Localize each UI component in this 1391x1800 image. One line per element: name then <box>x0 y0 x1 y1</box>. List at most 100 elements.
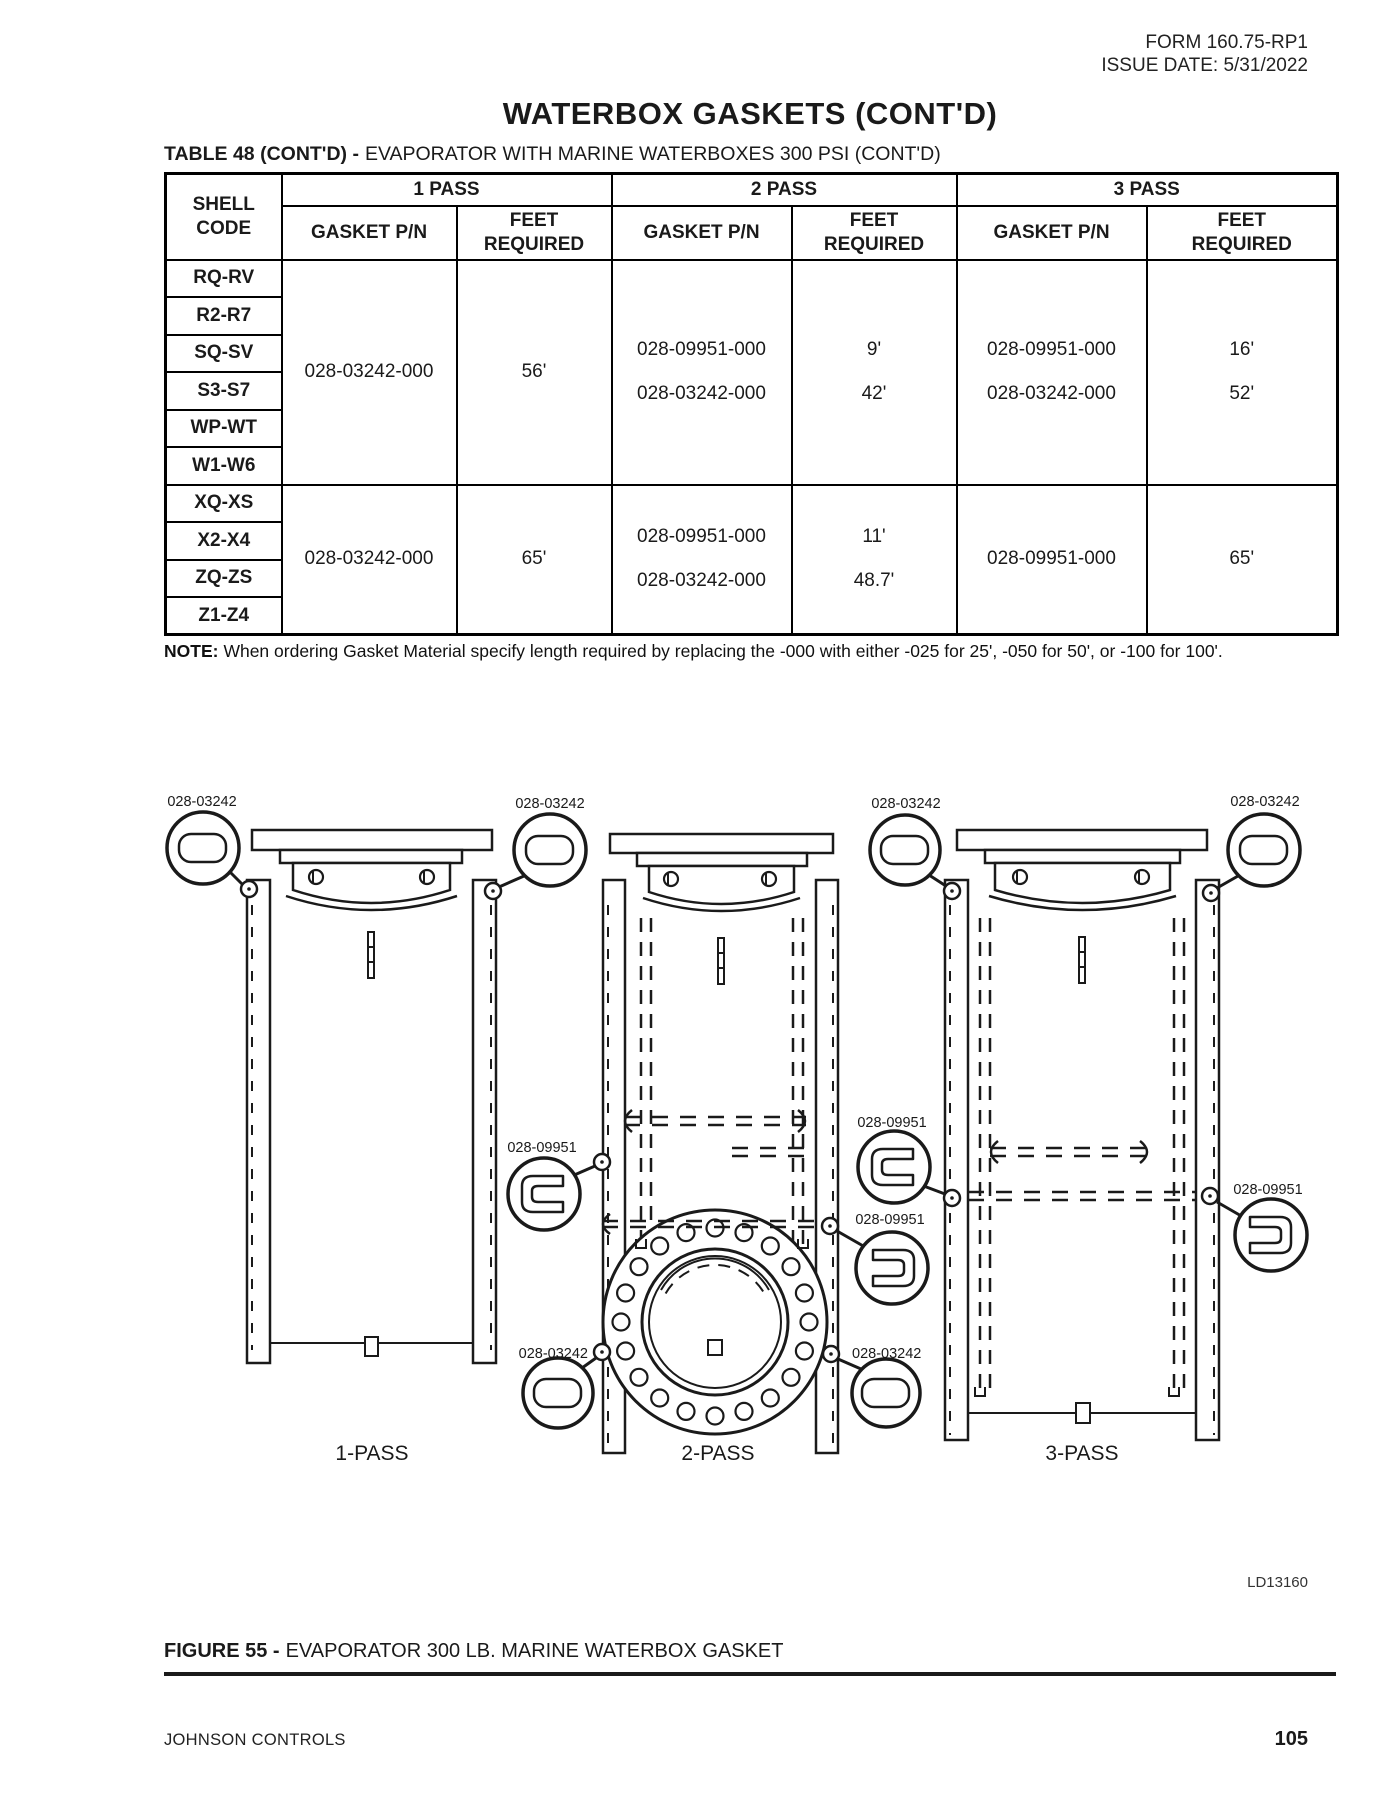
callout-3pass-mid-left: 028-09951 <box>856 1115 962 1208</box>
gasket-part-label: 028-03242 <box>871 796 940 812</box>
waterbox-gasket-figure: 028-03242 028-03242 028-03242 02 <box>165 794 1309 1465</box>
bolt-icon <box>760 870 778 888</box>
g1-pass3-gasket: 028-09951-000 028-03242-000 <box>955 258 1148 486</box>
gasket-part-label: 028-03242 <box>167 794 236 810</box>
table-row: R2-R7 <box>164 296 1338 336</box>
col-header-feet-3: FEET REQUIRED <box>1145 204 1339 261</box>
table-note: NOTE:When ordering Gasket Material speci… <box>164 641 1344 662</box>
col-header-3pass: 3 PASS <box>955 172 1339 207</box>
g2-pass2-gasket: 028-09951-000 028-03242-000 <box>610 483 793 636</box>
figure-caption-text: EVAPORATOR 300 LB. MARINE WATERBOX GASKE… <box>285 1640 784 1662</box>
shell-code-cell: X2-X4 <box>164 521 283 561</box>
diagram-label-3pass: 3-PASS <box>1045 1442 1118 1465</box>
table-row: X2-X4 <box>164 521 1338 561</box>
caption-divider <box>164 1672 1336 1676</box>
shell-bottom <box>968 1402 1196 1424</box>
note-label: NOTE: <box>164 641 219 661</box>
table-row: W1-W6 <box>164 446 1338 486</box>
two-pass-diagram <box>601 832 840 1455</box>
shell-wall-left <box>943 878 970 1442</box>
shell-code-cell: WP-WT <box>164 408 283 448</box>
shell-bottom <box>270 1336 473 1357</box>
col-header-1pass: 1 PASS <box>280 172 613 207</box>
callout-2pass-mid-left: 028-09951 <box>506 1140 612 1232</box>
sight-slot <box>367 931 375 979</box>
gasket-part-label: 028-09951 <box>857 1115 926 1131</box>
issue-date: ISSUE DATE: 5/31/2022 <box>1101 55 1308 76</box>
table-row: SQ-SV <box>164 333 1338 373</box>
callout-2pass-bottom-left: 028-03242 <box>519 1342 612 1430</box>
g2-pass1-gasket: 028-03242-000 <box>280 483 458 636</box>
table-header-row-1: SHELL CODE 1 PASS 2 PASS 3 PASS <box>164 172 1339 261</box>
waterbox-head <box>608 832 835 913</box>
shell-code-cell: S3-S7 <box>164 371 283 411</box>
tube-end-hooks <box>974 1387 1180 1397</box>
diagram-label-1pass: 1-PASS <box>335 1442 408 1465</box>
bolt-icon <box>662 870 680 888</box>
col-header-gasket-pn-2: GASKET P/N <box>610 204 793 261</box>
bolt-icon <box>1011 868 1029 886</box>
g2-pass3-gasket: 028-09951-000 <box>955 483 1148 636</box>
g2-pass1-feet: 65' <box>455 483 613 636</box>
partition-line-upper <box>623 1109 812 1158</box>
tube-lines <box>639 918 805 1248</box>
figure-caption-number: FIGURE 55 - <box>164 1640 280 1662</box>
callout-3pass-top-left: 028-03242 <box>868 796 962 901</box>
shell-wall-left <box>245 878 272 1365</box>
callout-2pass-bottom-right: 028-03242 <box>821 1344 922 1429</box>
table-caption-number: TABLE 48 (CONT'D) - <box>164 143 359 165</box>
callout-3pass-top-right: 028-03242 <box>1201 794 1302 903</box>
col-header-gasket-pn-3: GASKET P/N <box>955 204 1148 261</box>
shell-wall-right <box>814 878 840 1455</box>
partition-line-lower <box>968 1190 1196 1202</box>
waterbox-head <box>955 828 1209 912</box>
partition-line-lower <box>601 1212 820 1236</box>
three-pass-diagram <box>943 828 1221 1442</box>
waterbox-head <box>250 828 494 912</box>
g1-pass2-feet: 9' 42' <box>790 258 958 486</box>
col-header-shell-code: SHELL CODE <box>164 172 283 261</box>
table-row: RQ-RV 028-03242-000 56' 028-09951-000 02… <box>164 258 1339 486</box>
sight-slot <box>1078 936 1086 984</box>
note-text: When ordering Gasket Material specify le… <box>223 641 1223 661</box>
gasket-part-label: 028-03242 <box>1230 794 1299 810</box>
shell-wall-right <box>1194 878 1221 1442</box>
col-header-feet-1: FEET REQUIRED <box>455 204 613 261</box>
bolt-icon <box>418 868 436 886</box>
page-number: 105 <box>1274 1728 1308 1750</box>
table-row: Z1-Z4 <box>164 596 1338 636</box>
shell-code-cell: RQ-RV <box>164 258 283 298</box>
shell-code-cell: ZQ-ZS <box>164 558 283 598</box>
shell-code-cell: Z1-Z4 <box>164 596 283 636</box>
partition-line-upper <box>989 1140 1149 1164</box>
g1-pass1-gasket: 028-03242-000 <box>280 258 458 486</box>
gasket-part-label: 028-09951 <box>507 1140 576 1156</box>
document-header: FORM 160.75-RP1 ISSUE DATE: 5/31/2022 <box>1101 31 1308 77</box>
shell-code-cell: W1-W6 <box>164 446 283 486</box>
page-title: WATERBOX GASKETS (CONT'D) <box>502 96 998 131</box>
shell-wall-right <box>471 878 498 1365</box>
gasket-part-label: 028-03242 <box>852 1346 921 1362</box>
table-row: ZQ-ZS <box>164 558 1338 598</box>
table-row: XQ-XS 028-03242-000 65' 028-09951-000 02… <box>164 483 1339 636</box>
drawing-number: LD13160 <box>1247 1574 1308 1591</box>
table-row: WP-WT <box>164 408 1338 448</box>
callout-1pass-top-left: 028-03242 <box>165 794 259 899</box>
callout-3pass-mid-right: 028-09951 <box>1200 1182 1309 1273</box>
shell-code-cell: SQ-SV <box>164 333 283 373</box>
g1-pass1-feet: 56' <box>455 258 613 486</box>
gasket-part-label: 028-09951 <box>855 1212 924 1228</box>
bolt-icon <box>307 868 325 886</box>
table-caption: TABLE 48 (CONT'D) -EVAPORATOR WITH MARIN… <box>164 143 941 166</box>
gasket-part-label: 028-03242 <box>519 1346 588 1362</box>
callout-2pass-mid-right: 028-09951 <box>820 1212 930 1306</box>
figure-caption: FIGURE 55 -EVAPORATOR 300 LB. MARINE WAT… <box>164 1640 783 1663</box>
g2-pass2-feet: 11' 48.7' <box>790 483 958 636</box>
shell-code-cell: R2-R7 <box>164 296 283 336</box>
callout-1pass-top-right: 028-03242 <box>483 796 588 901</box>
col-header-feet-2: FEET REQUIRED <box>790 204 958 261</box>
g1-pass2-gasket: 028-09951-000 028-03242-000 <box>610 258 793 486</box>
tube-end-hooks <box>635 1239 809 1249</box>
gasket-part-label: 028-09951 <box>1233 1182 1302 1198</box>
